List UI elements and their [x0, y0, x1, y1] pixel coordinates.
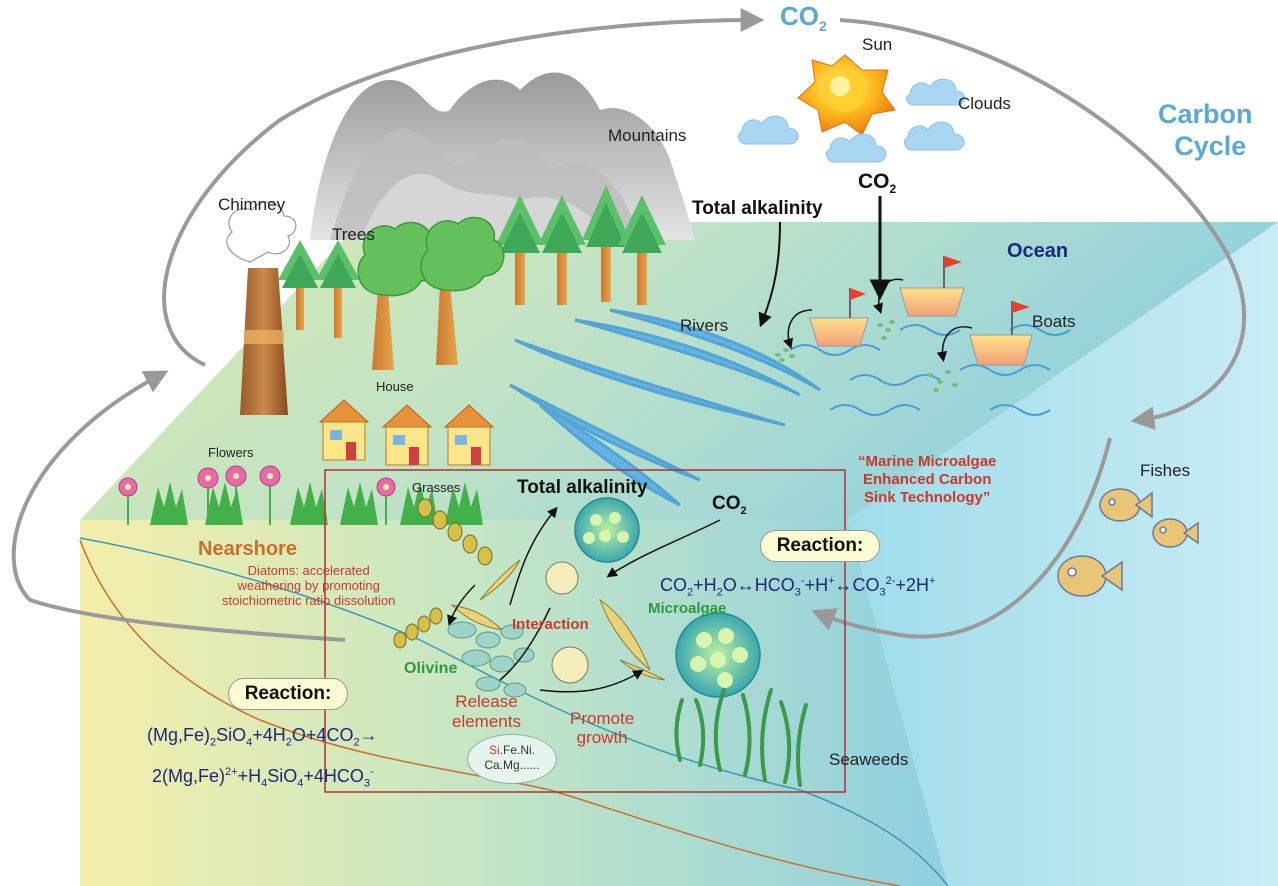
ocean-side-face	[848, 222, 1278, 886]
process-arrows	[447, 506, 721, 693]
total-alkalinity-box-label: Total alkalinity	[517, 477, 648, 498]
rivers-label: Rivers	[680, 316, 729, 335]
rivers-illustration	[509, 308, 821, 507]
interaction-label: Interaction	[512, 616, 589, 633]
houses-illustration	[318, 399, 495, 466]
pine-trees-illustration	[278, 185, 666, 338]
house-label: House	[376, 379, 414, 394]
boats-label: Boats	[1032, 312, 1076, 331]
promote-growth-label: Promote growth	[570, 709, 635, 747]
flowers-grasses-illustration	[118, 465, 483, 525]
chimney-illustration	[226, 201, 297, 415]
microalgae-process-box	[324, 469, 846, 793]
boats-illustration	[783, 256, 1033, 366]
microalgae-label: Microalgae	[648, 600, 727, 617]
total-alkalinity-top-label: Total alkalinity	[692, 198, 823, 219]
seaweeds-illustration	[674, 688, 808, 787]
elements-ellipse: Si.Fe.Ni. Ca.Mg......	[467, 734, 557, 784]
reaction-left-equation-line1: (Mg,Fe)2SiO4+4H2O+4CO2→	[147, 725, 378, 749]
co2-mid-label: CO2	[858, 170, 897, 197]
grasses-label: Grasses	[412, 480, 461, 495]
flowers-label: Flowers	[208, 445, 254, 460]
release-elements-label: Release elements	[452, 692, 521, 731]
mountains-label: Mountains	[608, 126, 687, 145]
microalgae-colony-small	[574, 497, 640, 563]
cycle-arrow-right	[839, 18, 1246, 431]
co2-top-label: CO2	[780, 1, 827, 35]
ocean-waves-illustration	[789, 324, 1071, 416]
reaction-left-equation-line2: 2(Mg,Fe)2++H4SiO4+4HCO3-	[152, 766, 374, 790]
clouds-illustration	[738, 78, 965, 163]
olivine-label: Olivine	[404, 660, 458, 677]
technology-label: “Marine Microalgae Enhanced Carbon Sink …	[858, 453, 997, 506]
nearshore-label: Nearshore	[198, 538, 297, 560]
round-trees-illustration	[357, 216, 505, 370]
cycle-arrow-top	[162, 8, 765, 367]
reaction-left-badge: Reaction:	[228, 678, 348, 710]
sun-illustration	[797, 54, 896, 136]
alkalinity-to-rivers-arrow	[758, 221, 781, 328]
cycle-arrow-fishes	[811, 437, 1112, 639]
seaweeds-label: Seaweeds	[829, 750, 909, 769]
front-face	[80, 520, 948, 886]
reaction-right-badge: Reaction:	[760, 530, 880, 562]
clouds-label: Clouds	[958, 94, 1011, 113]
sun-label: Sun	[862, 35, 893, 54]
fishes-illustration	[1057, 488, 1199, 597]
seafloor-line-blue	[79, 537, 949, 886]
reaction-right-equation: CO2+H2O↔HCO3-+H+↔CO32-+2H+	[660, 575, 936, 599]
diatom-chain-illustration	[393, 498, 493, 649]
microalgae-colony-large	[675, 612, 761, 698]
cycle-arrow-left	[11, 370, 346, 642]
olivine-grains-illustration	[447, 621, 535, 698]
radiolarians-illustration	[545, 561, 589, 684]
fishes-label: Fishes	[1140, 461, 1191, 480]
seafloor-line-orange	[79, 539, 901, 886]
algae-dots-illustration	[775, 320, 958, 392]
trees-label: Trees	[332, 225, 375, 244]
diatoms-label: Diatoms: accelerated weathering by promo…	[222, 563, 396, 608]
ocean-label: Ocean	[1007, 240, 1069, 262]
co2-box-label: CO2	[712, 493, 747, 517]
chimney-label: Chimney	[218, 195, 286, 214]
